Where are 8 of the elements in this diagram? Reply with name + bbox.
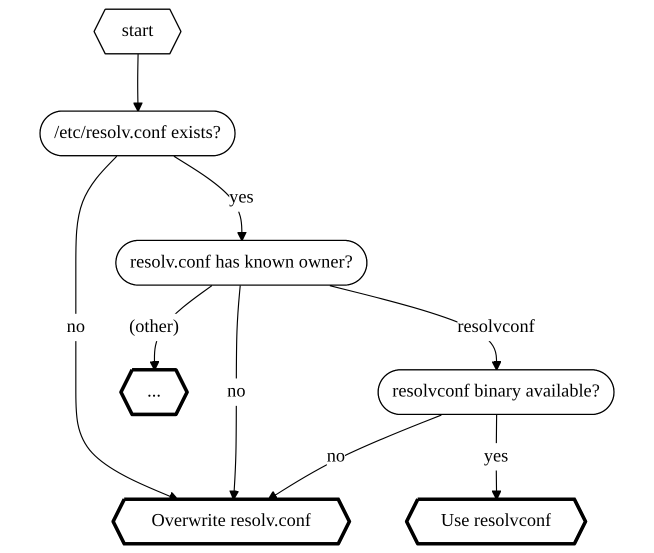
edge-label: resolvconf (457, 317, 535, 337)
edge-label: yes (484, 446, 508, 466)
edge-label: (other) (129, 317, 179, 337)
edge-label: no (227, 382, 246, 402)
edge-label: yes (229, 188, 254, 208)
arrow (132, 54, 143, 112)
edge-label: no (326, 446, 346, 466)
edge-label: no (66, 317, 85, 337)
